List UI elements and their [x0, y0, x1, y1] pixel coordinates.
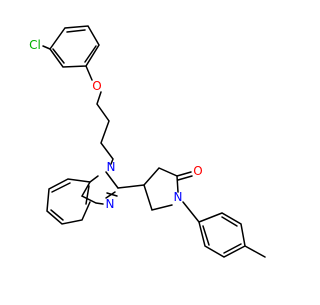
structure-svg: Cl O N N O N [29, 25, 266, 258]
atom-label-imidazole-n3: N [106, 197, 115, 211]
bond-n-tolyl [182, 201, 200, 223]
bond-methyl [244, 245, 266, 258]
atom-label-chlorine: Cl [29, 38, 41, 52]
chlorophenyl-double-bonds [52, 29, 97, 64]
carbonyl-bond-a [176, 171, 192, 177]
benzo-ring [46, 178, 91, 225]
carbonyl-bond-b [177, 175, 193, 181]
atom-label-imidazole-n1: N [107, 160, 116, 174]
bond-layer [42, 25, 266, 258]
molecule-drawing: Cl O N N O N [29, 25, 266, 258]
atom-label-lactam-n: N [174, 190, 183, 204]
benzo-double-bonds [50, 182, 90, 221]
atom-label-layer: Cl O N N O N [29, 38, 203, 211]
butyl-chain [96, 91, 114, 165]
chlorophenyl-ring [49, 25, 100, 68]
bond-benzimidazole-pyrrolidinone [117, 184, 145, 189]
atom-label-ether-oxygen: O [92, 79, 101, 93]
bond-c-cl [42, 45, 51, 50]
bond-c-o-ether [85, 65, 93, 81]
pyrrolidinone-ring [143, 167, 179, 211]
atom-label-carbonyl-oxygen: O [193, 164, 202, 178]
tolyl-double-bonds [202, 216, 242, 254]
imidazole-double-bond [105, 191, 116, 199]
